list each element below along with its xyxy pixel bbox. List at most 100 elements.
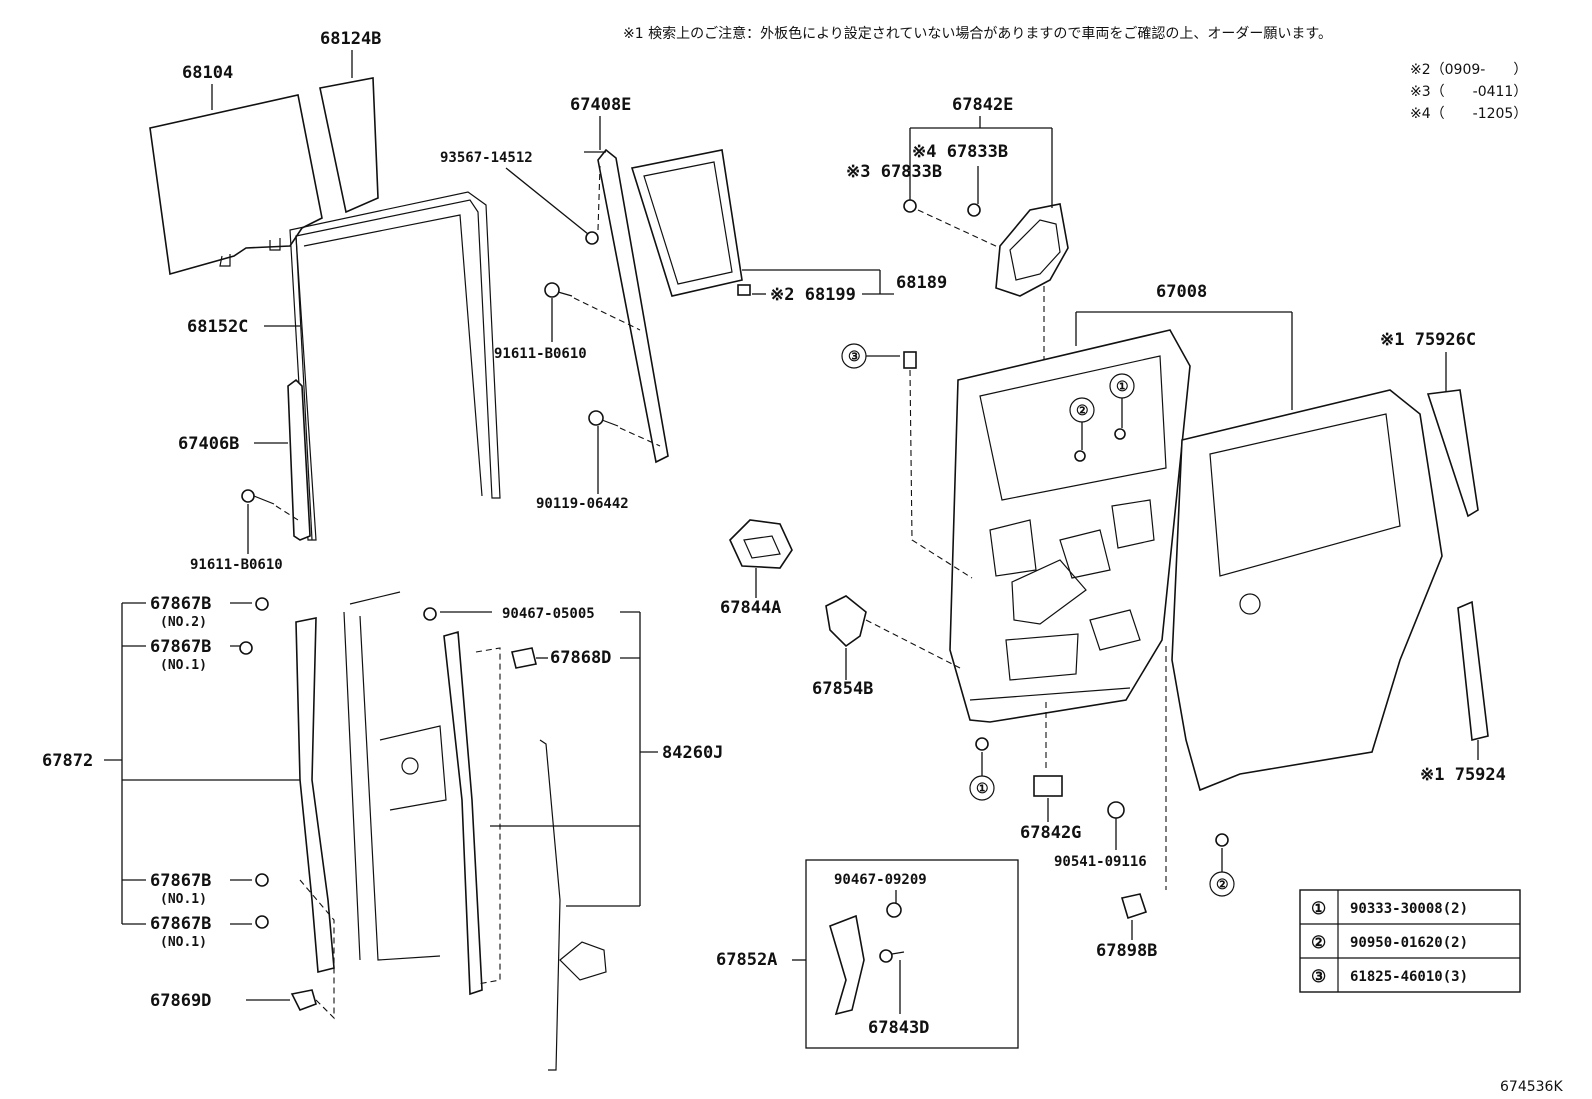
clip-67867B-no1c [255,915,269,929]
legend-mark-1: ① [1311,899,1326,919]
callout-1-bottom: ① [969,775,995,801]
label-67008: 67008 [1156,282,1207,302]
label-67867B-no1b: 67867B [150,871,211,891]
clip-68199 [737,284,751,296]
svg-text:②: ② [1216,877,1229,893]
clip-67867B-no1b [255,873,269,887]
legend-part-2: 90950-01620(2) [1350,935,1468,951]
label-67833B-3: ※3 67833B [846,162,942,182]
clip-90467-09209 [886,902,902,918]
bolt-90119 [588,410,661,447]
label-67868D: 67868D [550,648,611,668]
label-67854B: 67854B [812,679,873,699]
svg-text:②: ② [1076,403,1089,419]
label-67406B: 67406B [178,434,239,454]
label-67872: 67872 [42,751,93,771]
screw-93567 [585,165,601,245]
label-90541: 90541-09116 [1054,854,1147,870]
label-67867B-no1c-sub: (NO.1) [160,935,207,950]
label-67898B: 67898B [1096,941,1157,961]
label-67867B-no1a-sub: (NO.1) [160,658,207,673]
legend-part-1: 90333-30008(2) [1350,901,1468,917]
label-67842E: 67842E [952,95,1013,115]
label-68152C: 68152C [187,317,248,337]
label-67844A: 67844A [720,598,781,618]
glass-68189 [630,149,743,297]
clip-67867B-no1a [239,641,253,655]
clip-67842G [1033,775,1063,797]
note-3: ※3（ -0411） [1410,84,1527,100]
clip-67868D [511,647,537,669]
division-bar-67408E [584,148,669,464]
screw-67843D [879,949,893,963]
plug-90541 [1107,801,1125,819]
clip-67833B-3 [903,199,917,213]
label-67843D: 67843D [868,1018,929,1038]
molding-75926C [1426,389,1479,518]
label-67852A: 67852A [716,950,777,970]
label-67833B-4: ※4 67833B [912,142,1008,162]
label-90467-05005: 90467-05005 [502,606,595,622]
weatherstrip-84260J [443,630,483,996]
plug-3 [903,351,917,369]
label-67869D: 67869D [150,991,211,1011]
link-67854B [825,595,961,669]
bolt-91611-b [241,489,299,521]
clip-67869D [290,989,317,1012]
label-90467-09209: 90467-09209 [834,872,927,888]
callout-2-bottom: ② [1209,871,1235,897]
label-67408E: 67408E [570,95,631,115]
note-1: ※1 検索上のご注意：外板色により設定されていない場合がありますので車両をご確認… [623,25,1332,42]
door-section [343,591,447,961]
glass-68124B [319,77,379,214]
label-67867B-no1b-sub: (NO.1) [160,892,207,907]
door-shell-67008 [949,329,1191,723]
callout-1-top: ① [1109,373,1135,399]
legend-table: ① 90333-30008(2) ② 90950-01620(2) ③ 6182… [1299,889,1521,993]
bolt-91611-a [544,282,641,331]
weatherstrip-67406B [287,378,311,541]
cover-67852A [829,914,865,1016]
legend-part-3: 61825-46010(3) [1350,969,1468,985]
label-75924: ※1 75924 [1420,765,1506,785]
label-84260J: 84260J [662,743,723,763]
molding-75924 [1457,600,1489,741]
label-67867B-no1c: 67867B [150,914,211,934]
note-2: ※2（0909- ） [1410,62,1527,78]
screw-90467-05005 [423,607,437,621]
label-91611-a: 91611-B0610 [494,346,587,362]
label-67867B-no2: 67867B [150,594,211,614]
clip-67833B-4 [967,203,981,217]
strip-84260J-lower [539,739,561,1071]
weatherstrip-67872 [295,617,335,974]
cover-67842E [995,203,1069,297]
callout-2-top: ② [1069,397,1095,423]
svg-text:①: ① [1116,379,1129,395]
svg-text:①: ① [976,781,989,797]
label-90119: 90119-06442 [536,496,629,512]
label-75926C: ※1 75926C [1380,330,1476,350]
legend-mark-3: ③ [1311,967,1326,987]
callout-3: ③ [841,343,867,369]
svg-text:③: ③ [848,349,861,365]
legend-mark-2: ② [1311,933,1326,953]
stopper-67898B [1120,893,1148,920]
label-68124B: 68124B [320,29,381,49]
label-67867B-no1a: 67867B [150,637,211,657]
label-68189: 68189 [896,273,947,293]
label-67867B-no2-sub: (NO.2) [160,615,207,630]
handle-67844A [729,519,793,569]
note-4: ※4（ -1205） [1410,106,1527,122]
clip-67867B-no2 [255,597,269,611]
label-68199: ※2 68199 [770,285,856,305]
glass-68104 [149,94,323,276]
diagram-id: 674536K [1500,1079,1563,1095]
label-68104: 68104 [182,63,233,83]
run-channel-68152C [289,191,501,541]
label-67842G: 67842G [1020,823,1081,843]
door-outer-skin [1171,389,1443,792]
label-93567: 93567-14512 [440,150,533,166]
label-91611-b: 91611-B0610 [190,557,283,573]
